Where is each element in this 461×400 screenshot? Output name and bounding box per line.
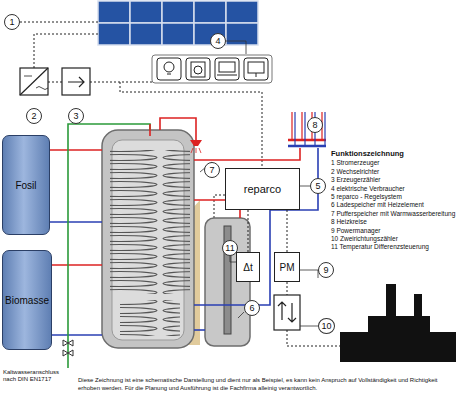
node-text: 4 [215,36,220,46]
node-text: PM [280,262,295,273]
legend-item: 6 Ladespeicher mit Heizelement [331,201,459,209]
disclaimer-text: Diese Zeichnung ist eine schematische Da… [78,377,456,392]
legend-item: 3 Erzeugerzähler [331,176,459,184]
node-text: 6 [249,303,254,313]
boiler-tank: Biomasse [2,250,52,350]
callout-number: 10 [318,318,335,334]
node-text: Δt [243,262,252,273]
valves [63,340,73,356]
shower-spray [191,148,201,153]
charge-tank [205,218,250,346]
solar-panel [98,1,258,45]
node-text: 9 [323,265,328,275]
node-text: 10 [321,321,331,331]
buffer-tank [102,130,194,348]
legend-item: 8 Heizkreise [331,218,459,226]
pipes [50,118,318,368]
node-text: 11 [225,243,234,253]
node-text: 7 [209,165,214,175]
signal-line [248,210,249,252]
legend-item: 2 Wechselrichter [331,168,459,176]
callout-number: 8 [307,117,323,133]
legend-item: 5 reparco - Regelsystem [331,193,459,201]
legend-item: 4 elektrische Verbraucher [331,185,459,193]
legend-title: Funktionszeichnung [331,150,459,158]
note-text: Kaltwasseranschluss nach DIN EN1717 [3,369,73,383]
node-text: 3 [73,111,78,121]
callout-number: 2 [26,108,42,124]
appliances [152,55,272,83]
inverter-meter [20,68,90,95]
callout-number: 5 [310,178,326,194]
shower-head [190,140,202,146]
coil [110,150,190,294]
node-text: Biomasse [5,295,49,306]
leader-line [200,41,318,326]
node-text: 8 [312,120,317,130]
node-text: 5 [315,181,320,191]
coil-lower [120,300,180,336]
control-box: Δt [236,252,260,282]
signal-line [287,210,288,252]
legend-item: 9 Powermanager [331,227,459,235]
callout-number: 3 [68,108,84,124]
node-text: Fosil [15,180,36,191]
control-box: PM [274,252,300,282]
boiler-tank: Fosil [2,135,50,235]
callout-number: 7 [204,162,220,178]
bidirectional-meter [274,295,300,330]
function-legend: Funktionszeichnung1 Stromerzeuger2 Wechs… [331,150,459,252]
legend-item: 11 Temperatur Differenzsteuerung [331,243,459,251]
node-text: 2 [31,111,36,121]
callout-number: 4 [210,33,226,49]
node-text: 1 [9,17,14,27]
callout-number: 9 [318,262,334,278]
control-box: reparco [225,168,300,210]
legend-item: 10 Zweirichtungszähler [331,235,459,243]
callout-number: 1 [4,14,20,30]
callout-number: 6 [244,300,260,316]
legend-item: 1 Stromerzeuger [331,159,459,167]
factory-grid [340,284,456,362]
node-text: reparco [244,183,281,195]
heating-circuits [288,112,326,146]
legend-item: 7 Pufferspeicher mit Warmwasserbereitung [331,210,459,218]
